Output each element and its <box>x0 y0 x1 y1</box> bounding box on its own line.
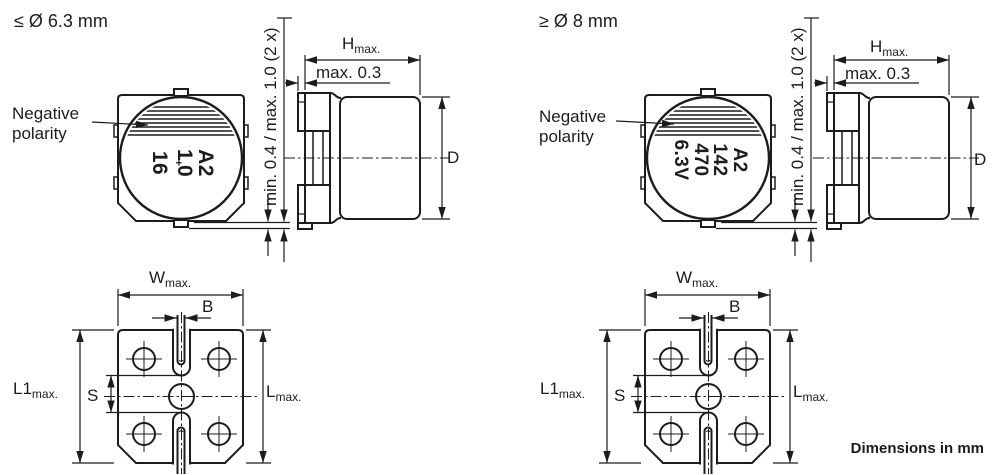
length1-dim-label-small: L1max. <box>13 379 58 401</box>
terminal-width-dim-label-large: B <box>729 297 741 316</box>
terminal-length-label-large: min. 0.4 / max. 1.0 (2 x) <box>788 27 808 207</box>
diameter-dim-label-large: D <box>974 150 987 169</box>
gap-dim-label-small: S <box>87 386 99 405</box>
terminal-length-leader-large <box>804 17 819 262</box>
marking-line-4: 6.3V <box>670 139 692 181</box>
bottom-view-small <box>72 289 271 474</box>
terminal-length-leader-small <box>277 17 292 262</box>
standoff-dim-label-large: max. 0.3 <box>845 64 911 83</box>
length-dim-label-small: Lmax. <box>266 382 302 404</box>
marking-line-3: 470 <box>690 143 711 177</box>
length-dim-label-large: Lmax. <box>793 382 829 404</box>
marking-line-1: A2 <box>194 149 217 177</box>
negative-polarity-arrow-small <box>91 120 149 129</box>
dimensions-unit-note: Dimensions in mm <box>850 440 984 457</box>
height-dim-label-small: Hmax. <box>342 34 381 56</box>
marking-line-2: 1+0 <box>172 148 196 178</box>
height-dim-label-large: Hmax. <box>870 37 909 59</box>
terminal-length-label-small: min. 0.4 / max. 1.0 (2 x) <box>261 27 281 207</box>
marking-line-1: A2 <box>729 147 750 173</box>
marking-line-2: 142 <box>709 143 731 177</box>
negative-polarity-label-small: Negative polarity <box>12 104 80 143</box>
negative-polarity-label-large: Negative polarity <box>539 107 607 146</box>
bottom-view-large <box>599 289 798 474</box>
width-dim-label-small: Wmax. <box>149 268 192 290</box>
variant-title-small: ≤ Ø 6.3 mm <box>14 11 108 31</box>
gap-dim-label-large: S <box>614 386 626 405</box>
case-marking-small: A2 1+0 16 <box>148 140 217 186</box>
diameter-dim-label-small: D <box>447 148 460 167</box>
standoff-dim-label-small: max. 0.3 <box>316 63 382 82</box>
terminal-width-dim-label-small: B <box>202 297 214 316</box>
variant-title-large: ≥ Ø 8 mm <box>539 11 618 31</box>
length1-dim-label-large: L1max. <box>540 379 585 401</box>
polarity-plus-mark: + <box>172 159 184 167</box>
marking-line-3: 16 <box>148 150 171 176</box>
case-marking-large: A2 142 470 6.3V <box>669 135 751 185</box>
negative-polarity-arrow-large <box>615 119 675 128</box>
width-dim-label-large: Wmax. <box>676 268 719 290</box>
